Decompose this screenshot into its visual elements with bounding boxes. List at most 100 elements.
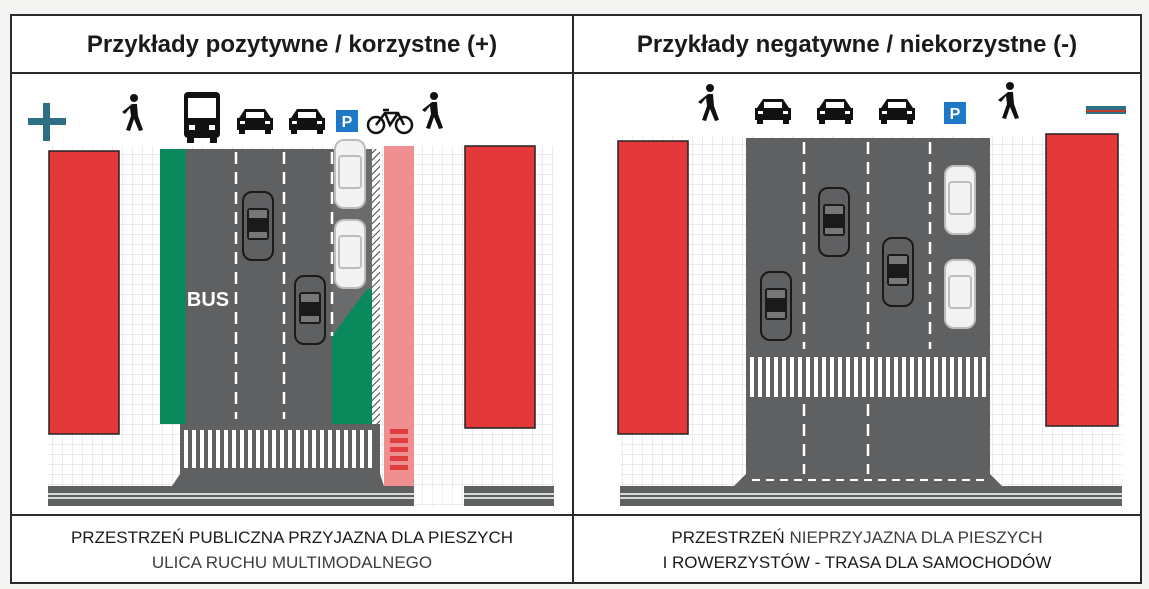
zebra-stripe: [766, 357, 770, 397]
zebra-stripe: [798, 357, 802, 397]
zebra-stripe: [344, 430, 348, 468]
zebra-stripe: [248, 430, 252, 468]
pedestrian-icon: [422, 92, 443, 129]
zebra-stripe: [192, 430, 196, 468]
zebra-stripe: [240, 430, 244, 468]
zebra-stripe: [846, 357, 850, 397]
roadway: [186, 149, 332, 424]
zebra-stripe: [328, 430, 332, 468]
pedestrian-icon: [998, 82, 1019, 119]
zebra-stripe: [352, 430, 356, 468]
zebra-stripe: [312, 430, 316, 468]
cross-street: [464, 486, 554, 506]
zebra-stripe: [774, 357, 778, 397]
zebra-stripe: [216, 430, 220, 468]
building-right: [464, 145, 536, 429]
zebra-stripe: [942, 357, 946, 397]
zebra-stripe: [894, 357, 898, 397]
zebra-stripe: [280, 430, 284, 468]
zebra-stripe: [360, 430, 364, 468]
bus-lane-label: BUS: [187, 289, 229, 311]
zebra-stripe: [336, 430, 340, 468]
zebra-stripe: [304, 430, 308, 468]
crosswalk-area: [746, 352, 990, 402]
left-caption: PRZESTRZEŃ PUBLICZNA PRZYJAZNA DLA PIESZ…: [12, 518, 572, 582]
curb-extension: [332, 289, 372, 424]
header-divider: [10, 72, 1142, 74]
zebra-stripe: [926, 357, 930, 397]
zebra-stripe: [862, 357, 866, 397]
svg-text:P: P: [950, 106, 961, 123]
zebra-stripe: [288, 430, 292, 468]
bicycle-icon: [366, 108, 414, 135]
car-icon: [755, 99, 791, 124]
zebra-stripe: [830, 357, 834, 397]
zebra-stripe: [750, 357, 754, 397]
building-right: [1045, 133, 1119, 427]
column-divider: [572, 14, 574, 584]
zebra-stripe: [822, 357, 826, 397]
zebra-stripe: [758, 357, 762, 397]
zebra-stripe: [256, 430, 260, 468]
parking-icon: P: [336, 110, 358, 132]
bike-buffer: [372, 149, 380, 424]
right-caption: PRZESTRZEŃ NIEPRZYJAZNA DLA PIESZYCH I R…: [574, 518, 1140, 582]
zebra-stripe: [910, 357, 914, 397]
zebra-stripe: [902, 357, 906, 397]
zebra-stripe: [934, 357, 938, 397]
zebra-stripe: [814, 357, 818, 397]
zebra-stripe: [368, 430, 372, 468]
left-panel: P: [28, 92, 554, 506]
parked-car: [334, 139, 366, 209]
zebra-stripe: [296, 430, 300, 468]
building-left: [617, 140, 689, 435]
zebra-crossing: [184, 430, 372, 468]
zebra-stripe: [782, 357, 786, 397]
caption-divider: [10, 514, 1142, 516]
bus-lane: [160, 149, 186, 424]
parked-car: [944, 165, 976, 235]
zebra-stripe: [184, 430, 188, 468]
parked-car: [334, 219, 366, 289]
car-icon: [879, 99, 915, 124]
street-diagram: P: [28, 82, 1126, 506]
svg-text:P: P: [342, 114, 353, 131]
bus-icon: [184, 92, 220, 143]
pedestrian-icon: [698, 84, 719, 121]
parked-car: [944, 259, 976, 329]
zebra-stripe: [854, 357, 858, 397]
right-caption-line1: PRZESTRZEŃ NIEPRZYJAZNA DLA PIESZYCH: [671, 527, 1043, 547]
zebra-stripe: [224, 430, 228, 468]
right-title: Przykłady negatywne / niekorzystne (-): [636, 31, 1078, 58]
parking-icon: P: [944, 102, 966, 124]
plus-icon: [28, 103, 66, 141]
zebra-stripe: [790, 357, 794, 397]
zebra-crossing: [750, 357, 986, 397]
zebra-stripe: [272, 430, 276, 468]
zebra-stripe: [918, 357, 922, 397]
zebra-stripe: [838, 357, 842, 397]
minus-icon: [1086, 106, 1126, 114]
right-panel: P: [617, 82, 1126, 506]
bike-crossing: [390, 429, 408, 470]
zebra-stripe: [264, 430, 268, 468]
right-caption-line2: I ROWERZYSTÓW - TRASA DLA SAMOCHODÓW: [662, 553, 1052, 572]
left-title: Przykłady pozytywne / korzystne (+): [86, 31, 498, 58]
zebra-stripe: [974, 357, 978, 397]
car-icon: [817, 99, 853, 124]
zebra-stripe: [232, 430, 236, 468]
left-caption-line2: ULICA RUCHU MULTIMODALNEGO: [151, 553, 433, 572]
left-caption-line1: PRZESTRZEŃ PUBLICZNA PRZYJAZNA DLA PIESZ…: [70, 527, 514, 547]
pedestrian-icon: [122, 94, 143, 131]
zebra-stripe: [982, 357, 986, 397]
zebra-stripe: [886, 357, 890, 397]
bike-lane: [384, 146, 414, 506]
zebra-stripe: [200, 430, 204, 468]
zebra-stripe: [806, 357, 810, 397]
zebra-stripe: [958, 357, 962, 397]
building-left: [48, 150, 120, 435]
zebra-stripe: [870, 357, 874, 397]
car-icon: [237, 109, 273, 134]
zebra-stripe: [950, 357, 954, 397]
zebra-stripe: [208, 430, 212, 468]
